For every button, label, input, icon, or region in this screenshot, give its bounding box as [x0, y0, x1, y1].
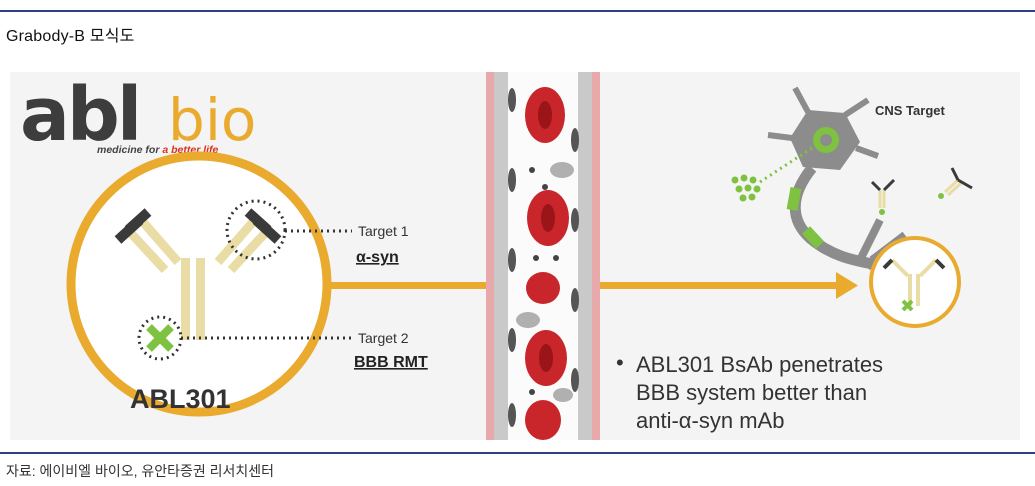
- bottom-rule: [0, 452, 1035, 454]
- alpha-syn-particles: [731, 146, 813, 202]
- target2-label: Target 2: [358, 330, 409, 346]
- cns-target-label: CNS Target: [875, 103, 945, 118]
- target2-name: BBB RMT: [354, 354, 428, 371]
- logo-bio-text: bio: [168, 86, 256, 154]
- abl301-antibody-circle: [66, 151, 332, 417]
- source-caption: 자료: 에이비엘 바이오, 유안타증권 리서치센터: [6, 463, 275, 479]
- note-line-1: ABL301 BsAb penetrates: [636, 352, 883, 377]
- note-line-3: anti-α-syn mAb: [636, 408, 784, 433]
- logo-tagline-a: medicine for: [97, 144, 162, 156]
- penetration-note: • ABL301 BsAb penetrates BBB system bett…: [616, 350, 883, 433]
- blood-vessel: [486, 72, 600, 440]
- antibody-icon: [114, 208, 282, 340]
- logo-abl-text: abl: [20, 72, 139, 158]
- antibody-name: ABL301: [130, 384, 231, 414]
- note-line-2: BBB system better than: [636, 380, 867, 405]
- figure-title: Grabody-B 모식도: [6, 28, 135, 45]
- grabody-diagram: abl bio medicine for a better life: [0, 70, 1035, 443]
- note-bullet: •: [616, 350, 624, 375]
- ablbio-logo: abl bio medicine for a better life: [20, 72, 256, 158]
- green-x-icon: [146, 324, 174, 352]
- target1-name: α-syn: [356, 249, 399, 266]
- destination-antibody-circle: [869, 236, 961, 328]
- top-rule: [0, 10, 1035, 12]
- small-antibody-icon: [870, 178, 896, 215]
- target1-label: Target 1: [358, 223, 409, 239]
- small-antibody-icon-2: [938, 167, 973, 199]
